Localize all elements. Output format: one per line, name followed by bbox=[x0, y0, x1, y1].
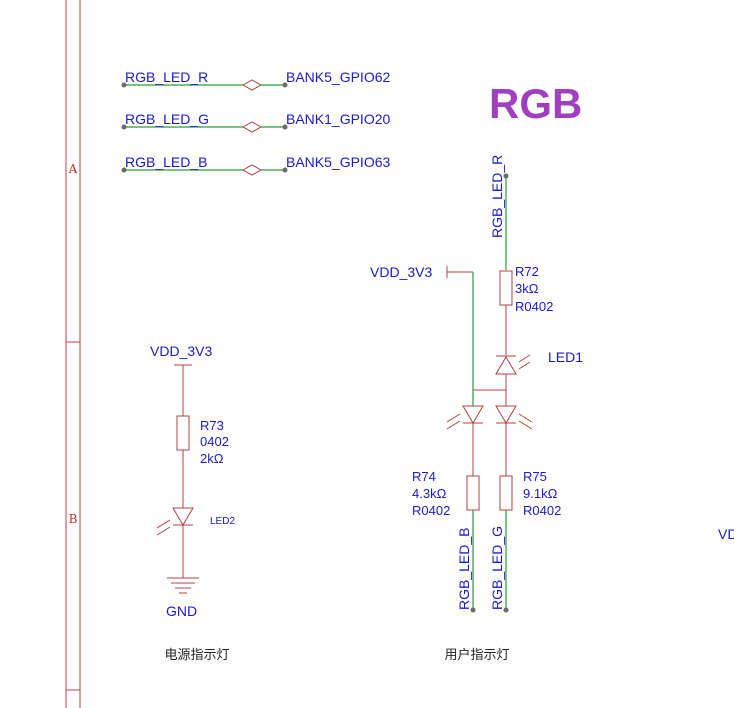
resistor-r72 bbox=[499, 270, 513, 306]
port-symbol bbox=[241, 164, 263, 176]
net-label: RGB_LED_B bbox=[125, 154, 207, 170]
r75-ref: R75 bbox=[523, 469, 547, 484]
net-label-row-r: RGB_LED_R BANK5_GPIO62 bbox=[121, 69, 390, 91]
frame-border bbox=[65, 0, 81, 708]
rgb-supply-label: VDD_3V3 bbox=[370, 264, 432, 280]
net-label-row-g: RGB_LED_G BANK1_GPIO20 bbox=[121, 111, 390, 133]
net-label: RGB_LED_G bbox=[125, 111, 209, 127]
r72-package: R0402 bbox=[515, 299, 553, 314]
edge-net-label: VD bbox=[718, 526, 734, 542]
power-caption: 电源指示灯 bbox=[164, 648, 229, 663]
led1-ref: LED1 bbox=[548, 349, 583, 365]
r72-value: 3kΩ bbox=[515, 281, 539, 296]
gnd-label: GND bbox=[166, 603, 197, 619]
r73-package: 0402 bbox=[200, 434, 229, 449]
port-symbol bbox=[241, 121, 263, 133]
r75-value: 9.1kΩ bbox=[523, 486, 558, 501]
led-b-diode bbox=[462, 405, 484, 424]
rgb-net-b-label: RGB_LED_B bbox=[456, 528, 472, 610]
led-g-diode bbox=[495, 405, 517, 424]
power-circuit: VDD_3V3 R73 0402 2kΩ LED2 GND bbox=[150, 343, 235, 619]
resistor-r73 bbox=[176, 415, 190, 451]
rgb-top-net-label: RGB_LED_R bbox=[489, 155, 505, 238]
rgb-circuit: RGB_LED_R R72 3kΩ R0402 LED1 VDD_3V3 bbox=[370, 155, 583, 613]
net-label: RGB_LED_R bbox=[125, 69, 208, 85]
r72-ref: R72 bbox=[515, 264, 539, 279]
net-label-row-b: RGB_LED_B BANK5_GPIO63 bbox=[121, 154, 390, 176]
ground-icon bbox=[167, 577, 199, 594]
r75-package: R0402 bbox=[523, 503, 561, 518]
resistor-r74 bbox=[466, 475, 480, 511]
r74-package: R0402 bbox=[412, 503, 450, 518]
r74-ref: R74 bbox=[412, 469, 436, 484]
port-symbol bbox=[241, 79, 263, 91]
rgb-net-g-label: RGB_LED_G bbox=[489, 526, 505, 610]
port-label: BANK1_GPIO20 bbox=[286, 111, 390, 127]
port-label: BANK5_GPIO63 bbox=[286, 154, 390, 170]
r73-ref: R73 bbox=[200, 418, 224, 433]
resistor-r75 bbox=[499, 475, 513, 511]
power-supply-label: VDD_3V3 bbox=[150, 343, 212, 359]
rgb-section-title: RGB bbox=[489, 80, 582, 127]
rgb-caption: 用户指示灯 bbox=[444, 647, 509, 663]
led2-ref: LED2 bbox=[210, 516, 235, 527]
zone-label-b: B bbox=[69, 512, 78, 526]
r73-value: 2kΩ bbox=[200, 451, 224, 466]
r74-value: 4.3kΩ bbox=[412, 486, 447, 501]
zone-label-a: A bbox=[68, 162, 78, 176]
port-label: BANK5_GPIO62 bbox=[286, 69, 390, 85]
led1-diode bbox=[495, 356, 517, 375]
led2-diode bbox=[172, 507, 194, 526]
